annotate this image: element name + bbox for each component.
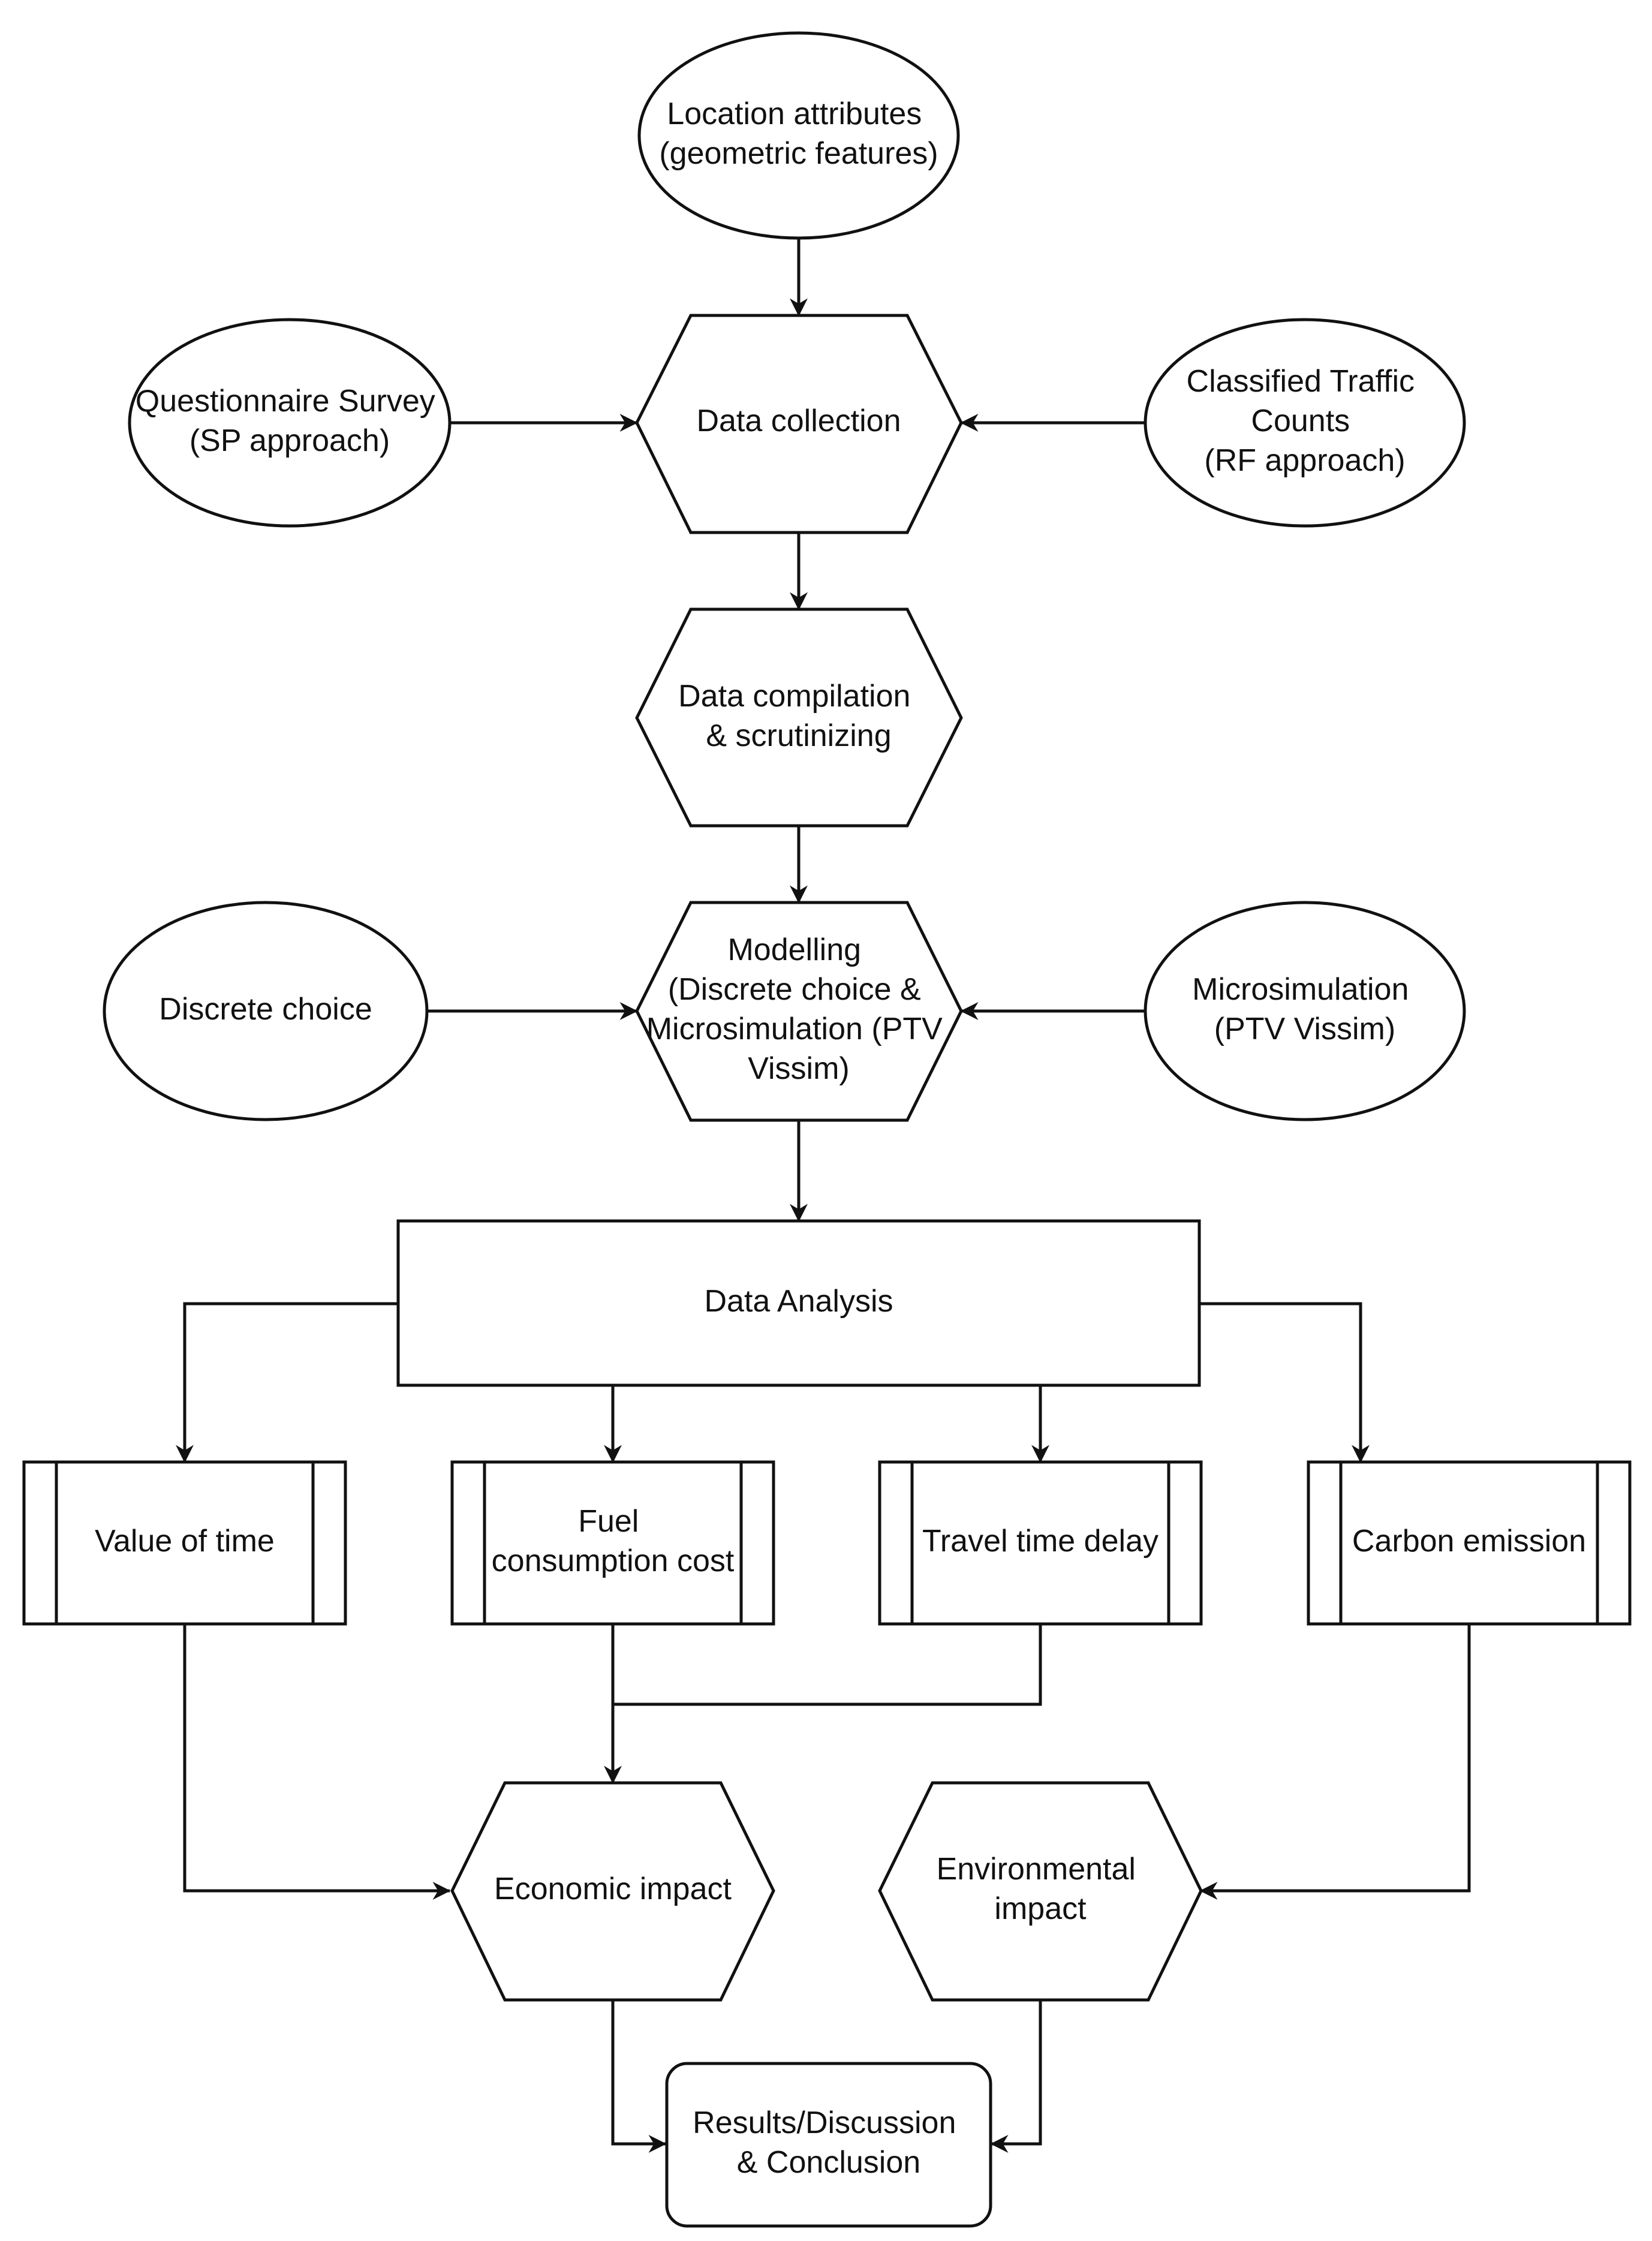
- node-modelling-label-line: (Discrete choice &: [668, 972, 921, 1007]
- node-data-collection-label: Data collection: [696, 404, 901, 438]
- node-location-label-line: Location attributes: [667, 97, 922, 131]
- node-data-compilation: Data compilation & scrutinizing: [635, 607, 963, 828]
- node-microsimulation-label: Microsimulation (PTV Vissim): [1192, 972, 1418, 1046]
- node-results: Results/Discussion & Conclusion: [665, 2062, 992, 2228]
- node-value-of-time-label-line: Value of time: [95, 1524, 275, 1559]
- edge-value-of-time-to-economic: [183, 1624, 451, 1900]
- node-travel-delay-shape: [878, 1460, 1203, 1626]
- node-data-collection-shape: [635, 314, 963, 534]
- node-microsimulation-label-line: (PTV Vissim): [1214, 1012, 1395, 1046]
- node-carbon: Carbon emission: [1307, 1460, 1632, 1626]
- node-location-label: Location attributes (geometric features): [659, 97, 938, 171]
- edge-data-analysis-to-carbon: [1199, 1302, 1370, 1463]
- edge-data-analysis-to-value-of-time: [176, 1302, 398, 1463]
- node-data-analysis-shape: [396, 1219, 1201, 1387]
- node-questionnaire-label: Questionnaire Survey (SP approach): [136, 384, 444, 458]
- node-classified-label-line: Classified Traffic: [1187, 364, 1415, 399]
- node-economic: Economic impact: [450, 1781, 775, 2002]
- node-discrete-choice: Discrete choice: [103, 901, 429, 1121]
- node-environmental: Environmental impact: [878, 1781, 1203, 2002]
- node-classified: Classified Traffic Counts (RF approach): [1144, 318, 1466, 528]
- node-fuel-cost: Fuel consumption cost: [450, 1460, 775, 1626]
- node-location-label-line: (geometric features): [659, 136, 938, 171]
- node-environmental-label-line: impact: [994, 1891, 1087, 1926]
- node-travel-delay-label-line: Travel time delay: [922, 1524, 1158, 1559]
- node-questionnaire-shape: [128, 318, 452, 528]
- node-fuel-cost-shape: [450, 1460, 775, 1626]
- node-microsimulation: Microsimulation (PTV Vissim): [1144, 901, 1466, 1121]
- node-questionnaire-label-line: Questionnaire Survey: [136, 384, 435, 419]
- node-location: Location attributes (geometric features): [637, 31, 960, 240]
- node-classified-label-line: Counts: [1251, 404, 1350, 438]
- node-results-label-line: Results/Discussion: [693, 2105, 956, 2140]
- node-data-compilation-label: Data compilation & scrutinizing: [678, 679, 919, 753]
- node-modelling: Modelling (Discrete choice & Microsimula…: [635, 901, 963, 1122]
- node-classified-label: Classified Traffic Counts (RF approach): [1187, 364, 1424, 478]
- node-value-of-time-shape: [22, 1460, 347, 1626]
- edges: [176, 238, 1471, 2153]
- node-modelling-label-line: Microsimulation (PTV: [646, 1012, 943, 1046]
- node-data-compilation-label-line: & scrutinizing: [706, 718, 891, 753]
- node-microsimulation-shape: [1144, 901, 1466, 1121]
- node-data-analysis-label: Data Analysis: [704, 1284, 893, 1319]
- node-questionnaire: Questionnaire Survey (SP approach): [128, 318, 452, 528]
- edge-economic-to-results: [611, 2000, 667, 2153]
- node-travel-delay: Travel time delay: [878, 1460, 1203, 1626]
- node-economic-label-line: Economic impact: [494, 1872, 732, 1906]
- node-data-collection-label-line: Data collection: [696, 404, 901, 438]
- node-fuel-cost-label: Fuel consumption cost: [492, 1504, 735, 1578]
- node-data-compilation-shape: [635, 607, 963, 828]
- node-value-of-time-label: Value of time: [95, 1524, 275, 1559]
- node-environmental-label: Environmental impact: [937, 1852, 1145, 1926]
- node-value-of-time: Value of time: [22, 1460, 347, 1626]
- node-results-label-line: & Conclusion: [737, 2145, 920, 2180]
- node-economic-label: Economic impact: [494, 1872, 732, 1906]
- node-data-analysis-label-line: Data Analysis: [704, 1284, 893, 1319]
- node-data-compilation-label-line: Data compilation: [678, 679, 910, 714]
- node-discrete-choice-label-line: Discrete choice: [159, 992, 372, 1027]
- node-discrete-choice-label: Discrete choice: [159, 992, 372, 1027]
- node-fuel-cost-label-line: consumption cost: [492, 1544, 735, 1578]
- node-economic-shape: [450, 1781, 775, 2002]
- node-questionnaire-label-line: (SP approach): [189, 423, 390, 458]
- node-modelling-shape: [635, 901, 963, 1122]
- node-modelling-label-line: Modelling: [727, 933, 861, 967]
- node-carbon-label: Carbon emission: [1352, 1524, 1586, 1559]
- node-environmental-shape: [878, 1781, 1203, 2002]
- node-results-label: Results/Discussion & Conclusion: [693, 2105, 965, 2180]
- edge-carbon-to-environmental: [1199, 1624, 1471, 1900]
- node-data-collection: Data collection: [635, 314, 963, 534]
- node-travel-delay-label: Travel time delay: [922, 1524, 1158, 1559]
- node-data-analysis: Data Analysis: [396, 1219, 1201, 1387]
- edge-environmental-to-results: [990, 2000, 1042, 2153]
- node-results-shape: [665, 2062, 992, 2228]
- node-modelling-label: Modelling (Discrete choice & Microsimula…: [646, 933, 952, 1086]
- node-location-shape: [637, 31, 960, 240]
- edge-travel-delay-to-economic: [613, 1624, 1042, 1706]
- node-fuel-cost-label-line: Fuel: [578, 1504, 639, 1539]
- node-classified-label-line: (RF approach): [1204, 443, 1405, 478]
- node-carbon-label-line: Carbon emission: [1352, 1524, 1586, 1559]
- node-environmental-label-line: Environmental: [937, 1852, 1136, 1887]
- node-microsimulation-label-line: Microsimulation: [1192, 972, 1409, 1007]
- node-carbon-shape: [1307, 1460, 1632, 1626]
- node-modelling-label-line: Vissim): [748, 1051, 849, 1086]
- node-discrete-choice-shape: [103, 901, 429, 1121]
- node-classified-shape: [1144, 318, 1466, 528]
